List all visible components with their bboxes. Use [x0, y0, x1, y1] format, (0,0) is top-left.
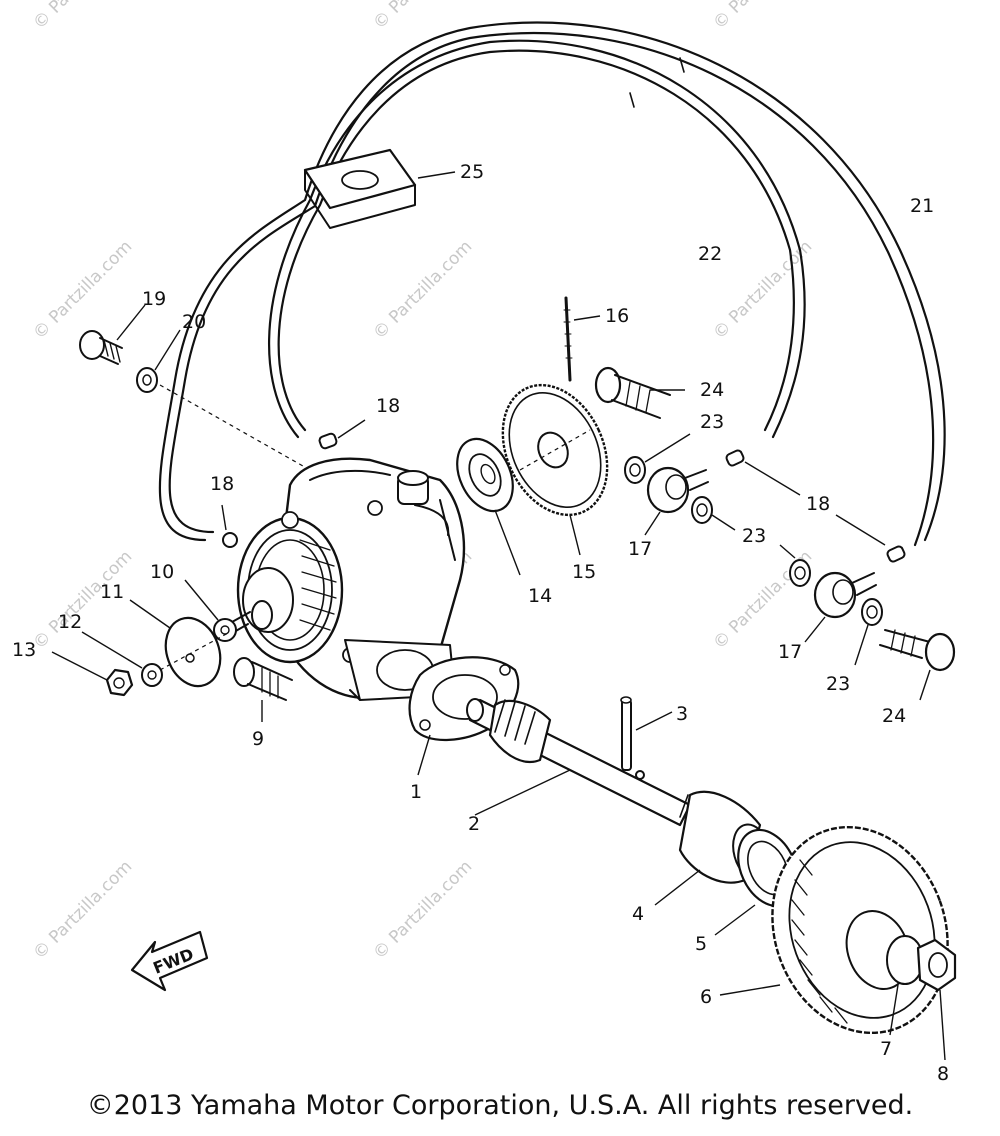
callout-19: 19 [142, 288, 166, 310]
callout-14: 14 [528, 585, 552, 607]
union-bolt-upper [594, 366, 685, 419]
callout-5: 5 [695, 933, 707, 955]
callout-23a: 23 [700, 411, 724, 433]
callout-23b: 23 [742, 525, 766, 547]
callout-21: 21 [910, 195, 934, 217]
callout-12: 12 [58, 611, 82, 633]
hose-joints [221, 419, 906, 563]
watermark: © Partzilla.com [369, 857, 476, 964]
banjo-union-lower [779, 544, 956, 701]
callout-labels: 1 2 3 4 5 6 7 8 9 10 11 12 13 14 15 16 1… [12, 161, 949, 1085]
watermark: © Partzilla.com [369, 237, 476, 344]
watermark: © Partzilla.com [29, 0, 136, 34]
callout-1: 1 [410, 781, 422, 803]
pipe-clamp [303, 148, 456, 229]
watermark: © Partzilla.com [29, 857, 136, 964]
watermark: © Partzilla.com [709, 0, 816, 34]
gear-pin [563, 296, 601, 382]
callout-24b: 24 [882, 705, 906, 727]
oil-delivery-pipes [158, 21, 946, 547]
callout-16: 16 [605, 305, 629, 327]
callout-6: 6 [700, 986, 712, 1008]
callout-3: 3 [676, 703, 688, 725]
callout-17a: 17 [628, 538, 652, 560]
callout-8: 8 [937, 1063, 949, 1085]
callout-24a: 24 [700, 379, 724, 401]
callout-20: 20 [182, 311, 206, 333]
callout-10: 10 [150, 561, 174, 583]
forward-direction-arrow: FWD [130, 930, 209, 992]
pump-bearing [456, 437, 521, 576]
callout-18b: 18 [210, 473, 234, 495]
union-bolt-washer-mid [691, 496, 736, 531]
pump-driven-gear [719, 825, 957, 1061]
callout-4: 4 [632, 903, 644, 925]
callout-25: 25 [460, 161, 484, 183]
watermark: © Partzilla.com [369, 0, 476, 34]
union-bolt-washer-upper [624, 433, 691, 484]
callout-2: 2 [468, 813, 480, 835]
callout-17b: 17 [778, 641, 802, 663]
callout-23c: 23 [826, 673, 850, 695]
pump-mounting-bolt [233, 657, 293, 722]
callout-18a: 18 [376, 395, 400, 417]
bleed-bolt-assembly [79, 304, 311, 471]
copyright-notice: ©2013 Yamaha Motor Corporation, U.S.A. A… [86, 1090, 914, 1121]
callout-13: 13 [12, 639, 36, 661]
watermark: © Partzilla.com [29, 237, 136, 344]
callout-9: 9 [252, 728, 264, 750]
banjo-union-upper [644, 466, 709, 536]
callout-22: 22 [698, 243, 722, 265]
shaft-nut-assembly [51, 579, 237, 697]
callout-11: 11 [100, 581, 124, 603]
callout-7: 7 [880, 1038, 892, 1060]
pump-drive-shaft [466, 696, 701, 827]
oil-pump-body [231, 457, 466, 701]
pump-drive-gear [501, 383, 609, 556]
callout-18c: 18 [806, 493, 830, 515]
callout-15: 15 [572, 561, 596, 583]
